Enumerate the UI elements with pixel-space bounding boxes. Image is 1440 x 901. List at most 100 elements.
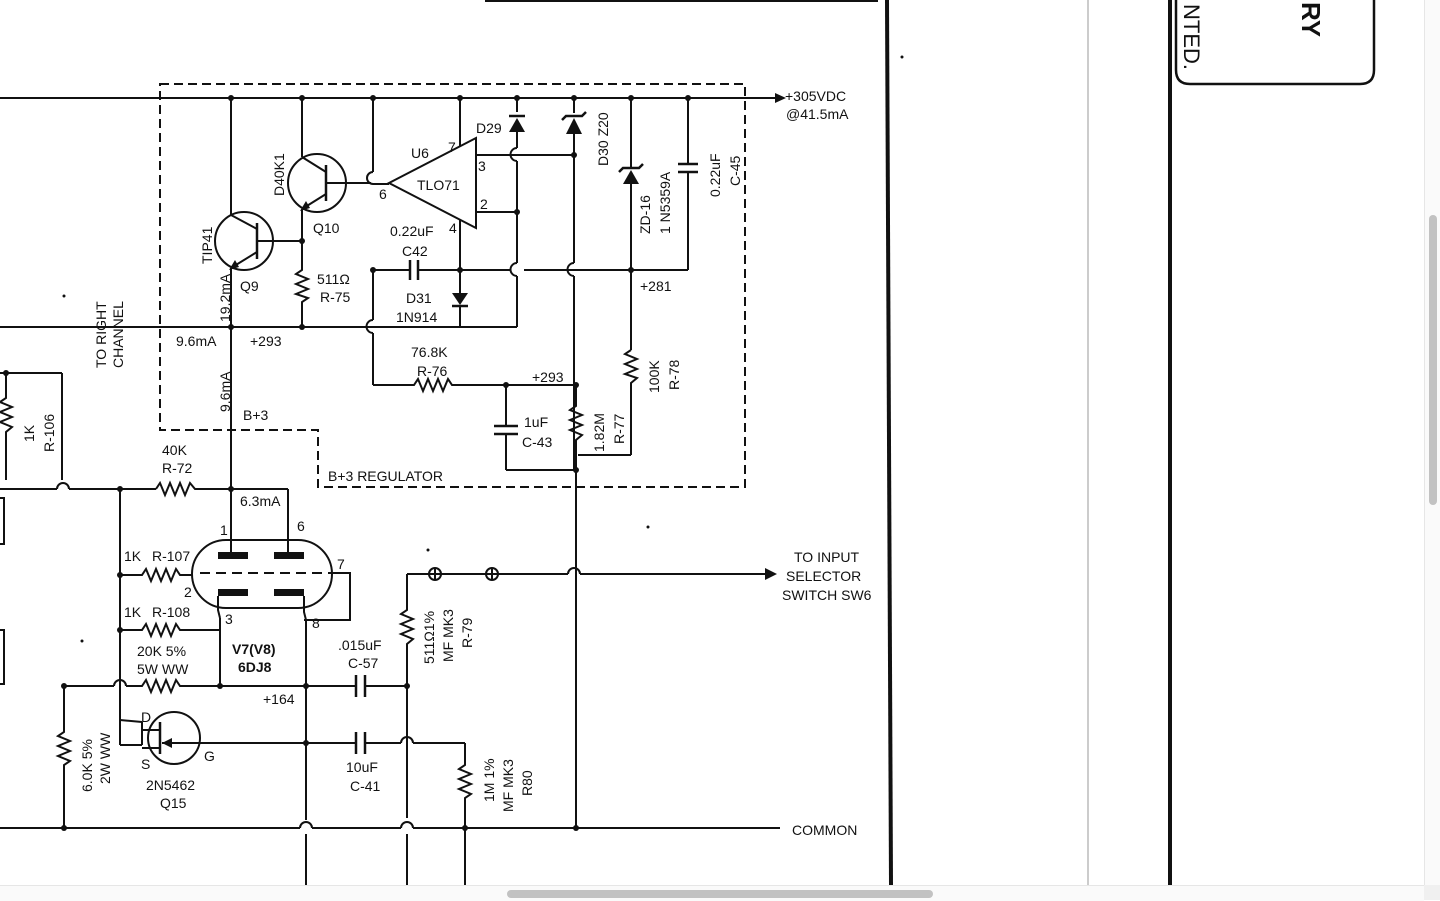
voltage-281: +281 <box>640 278 672 294</box>
c45-value: 0.22uF <box>707 153 723 197</box>
current-6-3: 6.3mA <box>240 493 281 509</box>
tube-pin2: 2 <box>184 584 192 600</box>
c57-ref: C-57 <box>348 655 379 671</box>
c43-ref: C-43 <box>522 434 553 450</box>
u6-pin7: 7 <box>448 139 456 155</box>
r79-ref: R-79 <box>459 617 475 648</box>
grid-link-wire <box>304 572 351 621</box>
side-panel-text-lower: NTED. <box>1179 4 1204 70</box>
q15-g: G <box>204 748 215 764</box>
side-panel-box <box>1174 0 1376 86</box>
r107-ref: R-107 <box>152 548 190 564</box>
junction <box>117 627 123 633</box>
resistor-r107 <box>120 566 192 584</box>
r20k-value: 20K 5% <box>137 643 186 659</box>
resistor-r72 <box>155 480 231 498</box>
r80-value: 1M 1% <box>481 758 497 802</box>
c41-ref: C-41 <box>350 778 381 794</box>
r75-ref: R-75 <box>320 289 351 305</box>
crossover <box>400 821 414 829</box>
u6-pin2: 2 <box>480 196 488 212</box>
d29-ref: D29 <box>476 120 502 136</box>
diode-d31 <box>452 270 468 327</box>
r78-ref: R-78 <box>666 359 682 390</box>
horizontal-scrollbar-thumb[interactable] <box>507 890 933 898</box>
r78-value: 100K <box>646 360 662 393</box>
to-right-channel-1: TO RIGHT <box>93 301 109 368</box>
resistor-r80 <box>456 743 474 885</box>
voltage-164: +164 <box>263 691 295 707</box>
r106-value: 1K <box>21 424 37 442</box>
q15-s: S <box>141 756 150 772</box>
diode-d29 <box>509 98 525 327</box>
test-point <box>428 567 442 581</box>
u6-ref: U6 <box>411 145 429 161</box>
scrollbar-corner <box>1424 885 1440 900</box>
resistor-r79 <box>398 574 416 818</box>
u6-pin6: 6 <box>379 186 387 202</box>
capacitor-c45 <box>678 98 698 270</box>
speck <box>646 525 650 529</box>
d30-ref: D30 Z20 <box>595 112 611 166</box>
junction <box>303 683 309 689</box>
supply-current: @41.5mA <box>786 106 849 122</box>
current-19-2: 19.2mA <box>217 273 233 322</box>
common-label: COMMON <box>792 822 857 838</box>
junction <box>228 324 234 330</box>
r107-value: 1K <box>124 548 142 564</box>
r6k-value: 6.0K 5% <box>79 739 95 792</box>
r6k-rating: 2W WW <box>97 732 113 784</box>
speck <box>426 548 430 552</box>
crossover <box>365 319 374 334</box>
vertical-scrollbar[interactable] <box>1424 0 1440 885</box>
c57-value: .015uF <box>338 637 382 653</box>
transistor-q9 <box>214 98 302 271</box>
to-input-selector-1: TO INPUT <box>794 549 860 565</box>
r72-ref: R-72 <box>162 460 193 476</box>
r106-ref: R-106 <box>41 414 57 452</box>
b3-label: B+3 <box>243 407 269 423</box>
vertical-scrollbar-thumb[interactable] <box>1429 215 1437 505</box>
r72-value: 40K <box>162 442 188 458</box>
r77-ref: R-77 <box>611 413 627 444</box>
voltage-293-left: +293 <box>250 333 282 349</box>
u6-pin4: 4 <box>449 220 457 236</box>
crossover <box>113 679 127 687</box>
r108-ref: R-108 <box>152 604 190 620</box>
test-point <box>485 567 499 581</box>
u6-pin3: 3 <box>478 158 486 174</box>
junction <box>117 572 123 578</box>
junction <box>573 467 579 473</box>
r76-ref: R-76 <box>417 363 448 379</box>
junction <box>61 825 67 831</box>
horizontal-scrollbar[interactable] <box>0 885 1424 901</box>
q15-ref: Q15 <box>160 795 187 811</box>
d31-ref: D31 <box>406 290 432 306</box>
resistor-r106 <box>0 373 15 480</box>
q15-d: D <box>141 709 151 725</box>
supply-arrow <box>775 93 786 103</box>
transistor-q10 <box>287 98 371 265</box>
off-page-component <box>0 629 5 685</box>
resistor-r75 <box>293 265 311 327</box>
tube-pin1: 1 <box>220 522 228 538</box>
c43-value: 1uF <box>524 414 548 430</box>
c42-ref: C42 <box>402 243 428 259</box>
d31-type: 1N914 <box>396 309 437 325</box>
tube-pin3: 3 <box>225 611 233 627</box>
tube-pin6: 6 <box>297 518 305 534</box>
r108-value: 1K <box>124 604 142 620</box>
speck <box>62 294 66 298</box>
r80-ref: R80 <box>519 770 535 796</box>
capacitor-c41 <box>306 732 465 754</box>
to-input-selector-2: SELECTOR <box>786 568 861 584</box>
zener-zd16 <box>618 98 644 350</box>
crossover <box>567 567 581 575</box>
q15-type: 2N5462 <box>146 777 195 793</box>
r79-value: 511Ω1% <box>421 611 437 664</box>
regulator-label: B+3 REGULATOR <box>328 468 443 484</box>
crossover <box>299 821 313 829</box>
jfet-q15 <box>119 711 306 765</box>
q9-type: TIP41 <box>199 226 215 264</box>
capacitor-c57 <box>354 675 407 697</box>
